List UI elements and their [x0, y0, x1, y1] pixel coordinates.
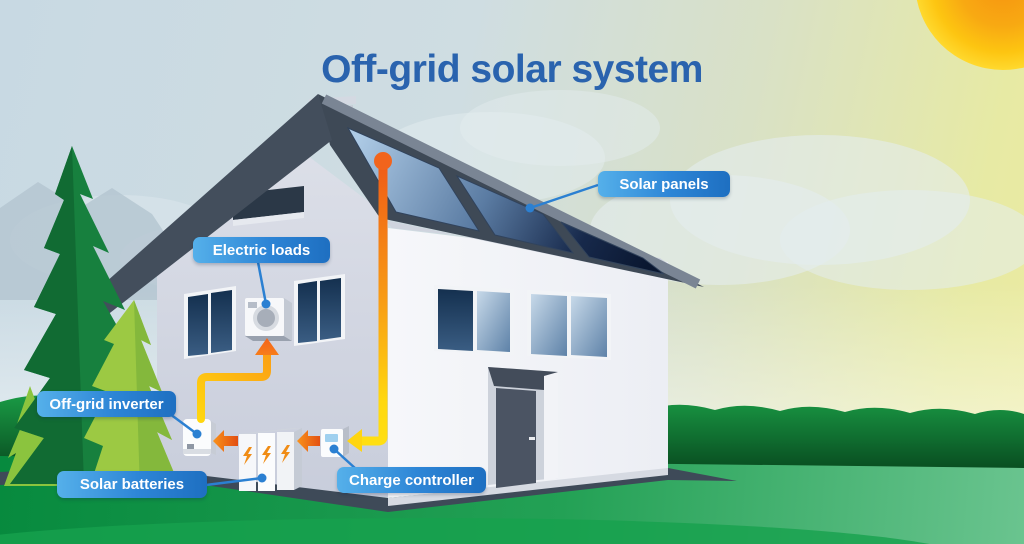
clouds — [10, 90, 1024, 293]
front-wall-base — [388, 468, 668, 506]
label-solar-panels: Solar panels — [598, 171, 730, 197]
window-front-right — [527, 290, 611, 360]
label-electric-loads: Electric loads — [193, 237, 330, 263]
window-gable-left — [184, 286, 236, 359]
window-front-left — [434, 285, 514, 355]
arrow-batteries-to-inverter — [213, 430, 238, 452]
power-wires — [197, 152, 392, 452]
grass-highlight — [0, 518, 930, 544]
window-gable-right — [294, 274, 345, 346]
house — [88, 94, 704, 506]
wire-inverter-to-loads — [197, 350, 271, 423]
roof-ridge-highlight — [321, 94, 701, 289]
sun-icon — [916, 0, 1024, 70]
label-off-grid-inverter: Off-grid inverter — [37, 391, 176, 417]
arrow-controller-to-batteries — [297, 430, 320, 452]
arrow-into-controller — [347, 429, 362, 452]
label-solar-batteries: Solar batteries — [57, 471, 207, 498]
label-charge-controller: Charge controller — [337, 467, 486, 493]
arrow-up-to-loads — [255, 338, 279, 355]
battery-bank — [239, 428, 302, 491]
wire-origin-dot — [374, 152, 392, 170]
lightning-bolt-icons — [243, 445, 290, 465]
pointer-lines — [169, 183, 599, 487]
roof-soffit — [385, 220, 700, 286]
page-title: Off-grid solar system — [321, 48, 703, 92]
small-pine-shadow — [134, 300, 182, 492]
roof-gable-fascia — [88, 94, 332, 316]
air-conditioner-unit — [245, 298, 292, 341]
entry-door — [488, 367, 558, 488]
wire-panel-to-controller — [357, 161, 388, 446]
